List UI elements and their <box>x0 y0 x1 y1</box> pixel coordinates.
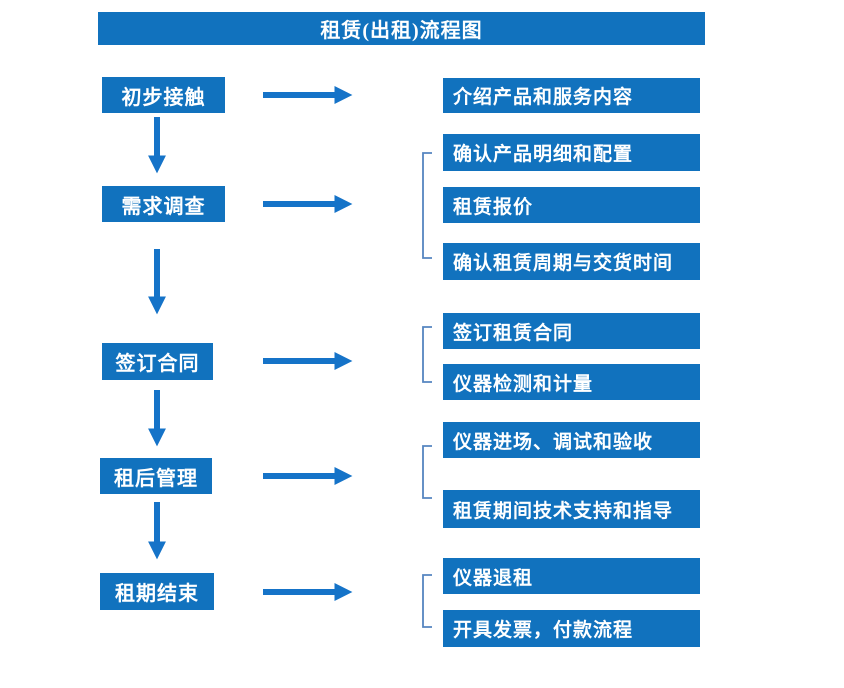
detail-box-invoice-payment-process: 开具发票，付款流程 <box>443 610 700 647</box>
step-box-sign-contract: 签订合同 <box>102 343 213 380</box>
step-box-demand-survey: 需求调查 <box>102 186 225 222</box>
detail-box-confirm-product-details: 确认产品明细和配置 <box>443 134 700 171</box>
detail-box-sign-rental-contract: 签订租赁合同 <box>443 313 700 349</box>
detail-box-instrument-entry-commissioning: 仪器进场、调试和验收 <box>443 422 700 458</box>
flowchart-title-bar: 租赁(出租)流程图 <box>98 12 705 45</box>
flowchart-title: 租赁(出租)流程图 <box>320 20 483 42</box>
bracket-post-rental-group <box>422 445 432 499</box>
bracket-rental-end-group <box>422 574 432 628</box>
bracket-demand-survey-group <box>422 152 432 259</box>
detail-box-rental-quote: 租赁报价 <box>443 187 700 223</box>
detail-box-instrument-testing-metering: 仪器检测和计量 <box>443 364 700 400</box>
step-box-initial-contact: 初步接触 <box>102 77 225 113</box>
step-box-post-rental-management: 租后管理 <box>100 458 212 494</box>
detail-box-instrument-return: 仪器退租 <box>443 558 700 594</box>
step-box-rental-end: 租期结束 <box>100 573 214 610</box>
bracket-sign-contract-group <box>422 326 432 383</box>
detail-box-confirm-rental-period-delivery: 确认租赁周期与交货时间 <box>443 243 700 280</box>
detail-box-intro-products-services: 介绍产品和服务内容 <box>443 78 700 113</box>
detail-box-rental-tech-support: 租赁期间技术支持和指导 <box>443 490 700 528</box>
